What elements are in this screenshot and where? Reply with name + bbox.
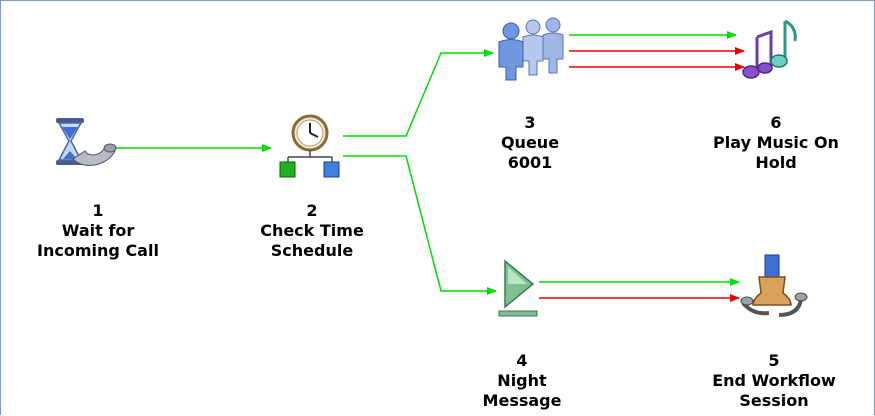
node-4-label: 4 Night Message bbox=[483, 351, 562, 411]
node-2-label-line-1: Check Time bbox=[260, 221, 364, 240]
end-session-icon[interactable] bbox=[739, 253, 811, 325]
node-4-label-line-2: Message bbox=[482, 391, 562, 410]
node-6-label-line-1: Play Music On bbox=[713, 133, 839, 152]
node-5-label-line-1: End Workflow bbox=[712, 371, 836, 390]
node-1-label-line-2: Incoming Call bbox=[37, 241, 159, 260]
node-2-label: 2 Check Time Schedule bbox=[260, 201, 364, 261]
node-5-label: 5 End Workflow Session bbox=[712, 351, 836, 411]
node-3-label: 3 Queue 6001 bbox=[501, 113, 559, 173]
node-5-number: 5 bbox=[768, 351, 780, 370]
node-2-number: 2 bbox=[306, 201, 318, 220]
node-1-label: 1 Wait for Incoming Call bbox=[37, 201, 159, 261]
node-1-label-line-1: Wait for bbox=[61, 221, 135, 240]
node-4-label-line-1: Night bbox=[497, 371, 547, 390]
node-3-number: 3 bbox=[524, 113, 536, 132]
connector-2-to-3[interactable] bbox=[343, 49, 494, 137]
node-1-number: 1 bbox=[92, 201, 104, 220]
node-3-label-line-2: 6001 bbox=[507, 153, 553, 172]
hourglass-phone-icon[interactable] bbox=[47, 115, 117, 173]
node-6-label: 6 Play Music On Hold bbox=[713, 113, 839, 173]
node-5-label-line-2: Session bbox=[739, 391, 809, 410]
queue-people-icon[interactable] bbox=[489, 15, 571, 81]
clock-schedule-icon[interactable] bbox=[274, 113, 344, 181]
node-3-label-line-1: Queue bbox=[500, 133, 560, 152]
node-6-label-line-2: Hold bbox=[755, 153, 797, 172]
node-6-number: 6 bbox=[770, 113, 782, 132]
music-notes-icon[interactable] bbox=[741, 15, 801, 81]
play-message-icon[interactable] bbox=[495, 257, 545, 321]
node-2-label-line-2: Schedule bbox=[270, 241, 354, 260]
node-4-number: 4 bbox=[516, 351, 528, 370]
connector-2-to-4[interactable] bbox=[343, 155, 497, 295]
